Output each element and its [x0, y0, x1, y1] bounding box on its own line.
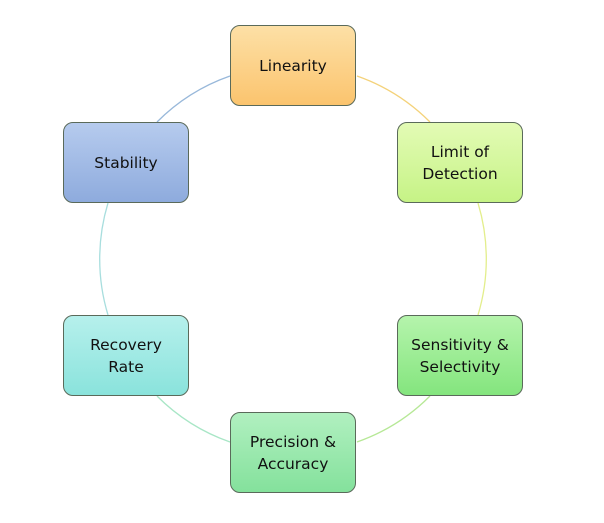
node-precision-accuracy: Precision & Accuracy [230, 412, 356, 493]
node-label: Limit of Detection [422, 142, 498, 183]
node-stability: Stability [63, 122, 189, 203]
arc-recovery-to-stability [99, 202, 109, 316]
node-label: Recovery Rate [90, 335, 162, 376]
arc-sensitivity-to-precision [356, 395, 431, 443]
node-linearity: Linearity [230, 25, 356, 106]
node-recovery-rate: Recovery Rate [63, 315, 189, 396]
node-label: Sensitivity & Selectivity [411, 335, 509, 376]
node-sensitivity-selectivity: Sensitivity & Selectivity [397, 315, 523, 396]
arc-linearity-to-lod [356, 75, 431, 123]
node-label: Precision & Accuracy [249, 432, 337, 473]
node-label: Linearity [259, 56, 327, 75]
arc-lod-to-sensitivity [477, 202, 487, 316]
node-label: Stability [94, 153, 158, 172]
node-limit-of-detection: Limit of Detection [397, 122, 523, 203]
arc-stability-to-linearity [156, 75, 231, 123]
arc-precision-to-recovery [156, 395, 231, 443]
